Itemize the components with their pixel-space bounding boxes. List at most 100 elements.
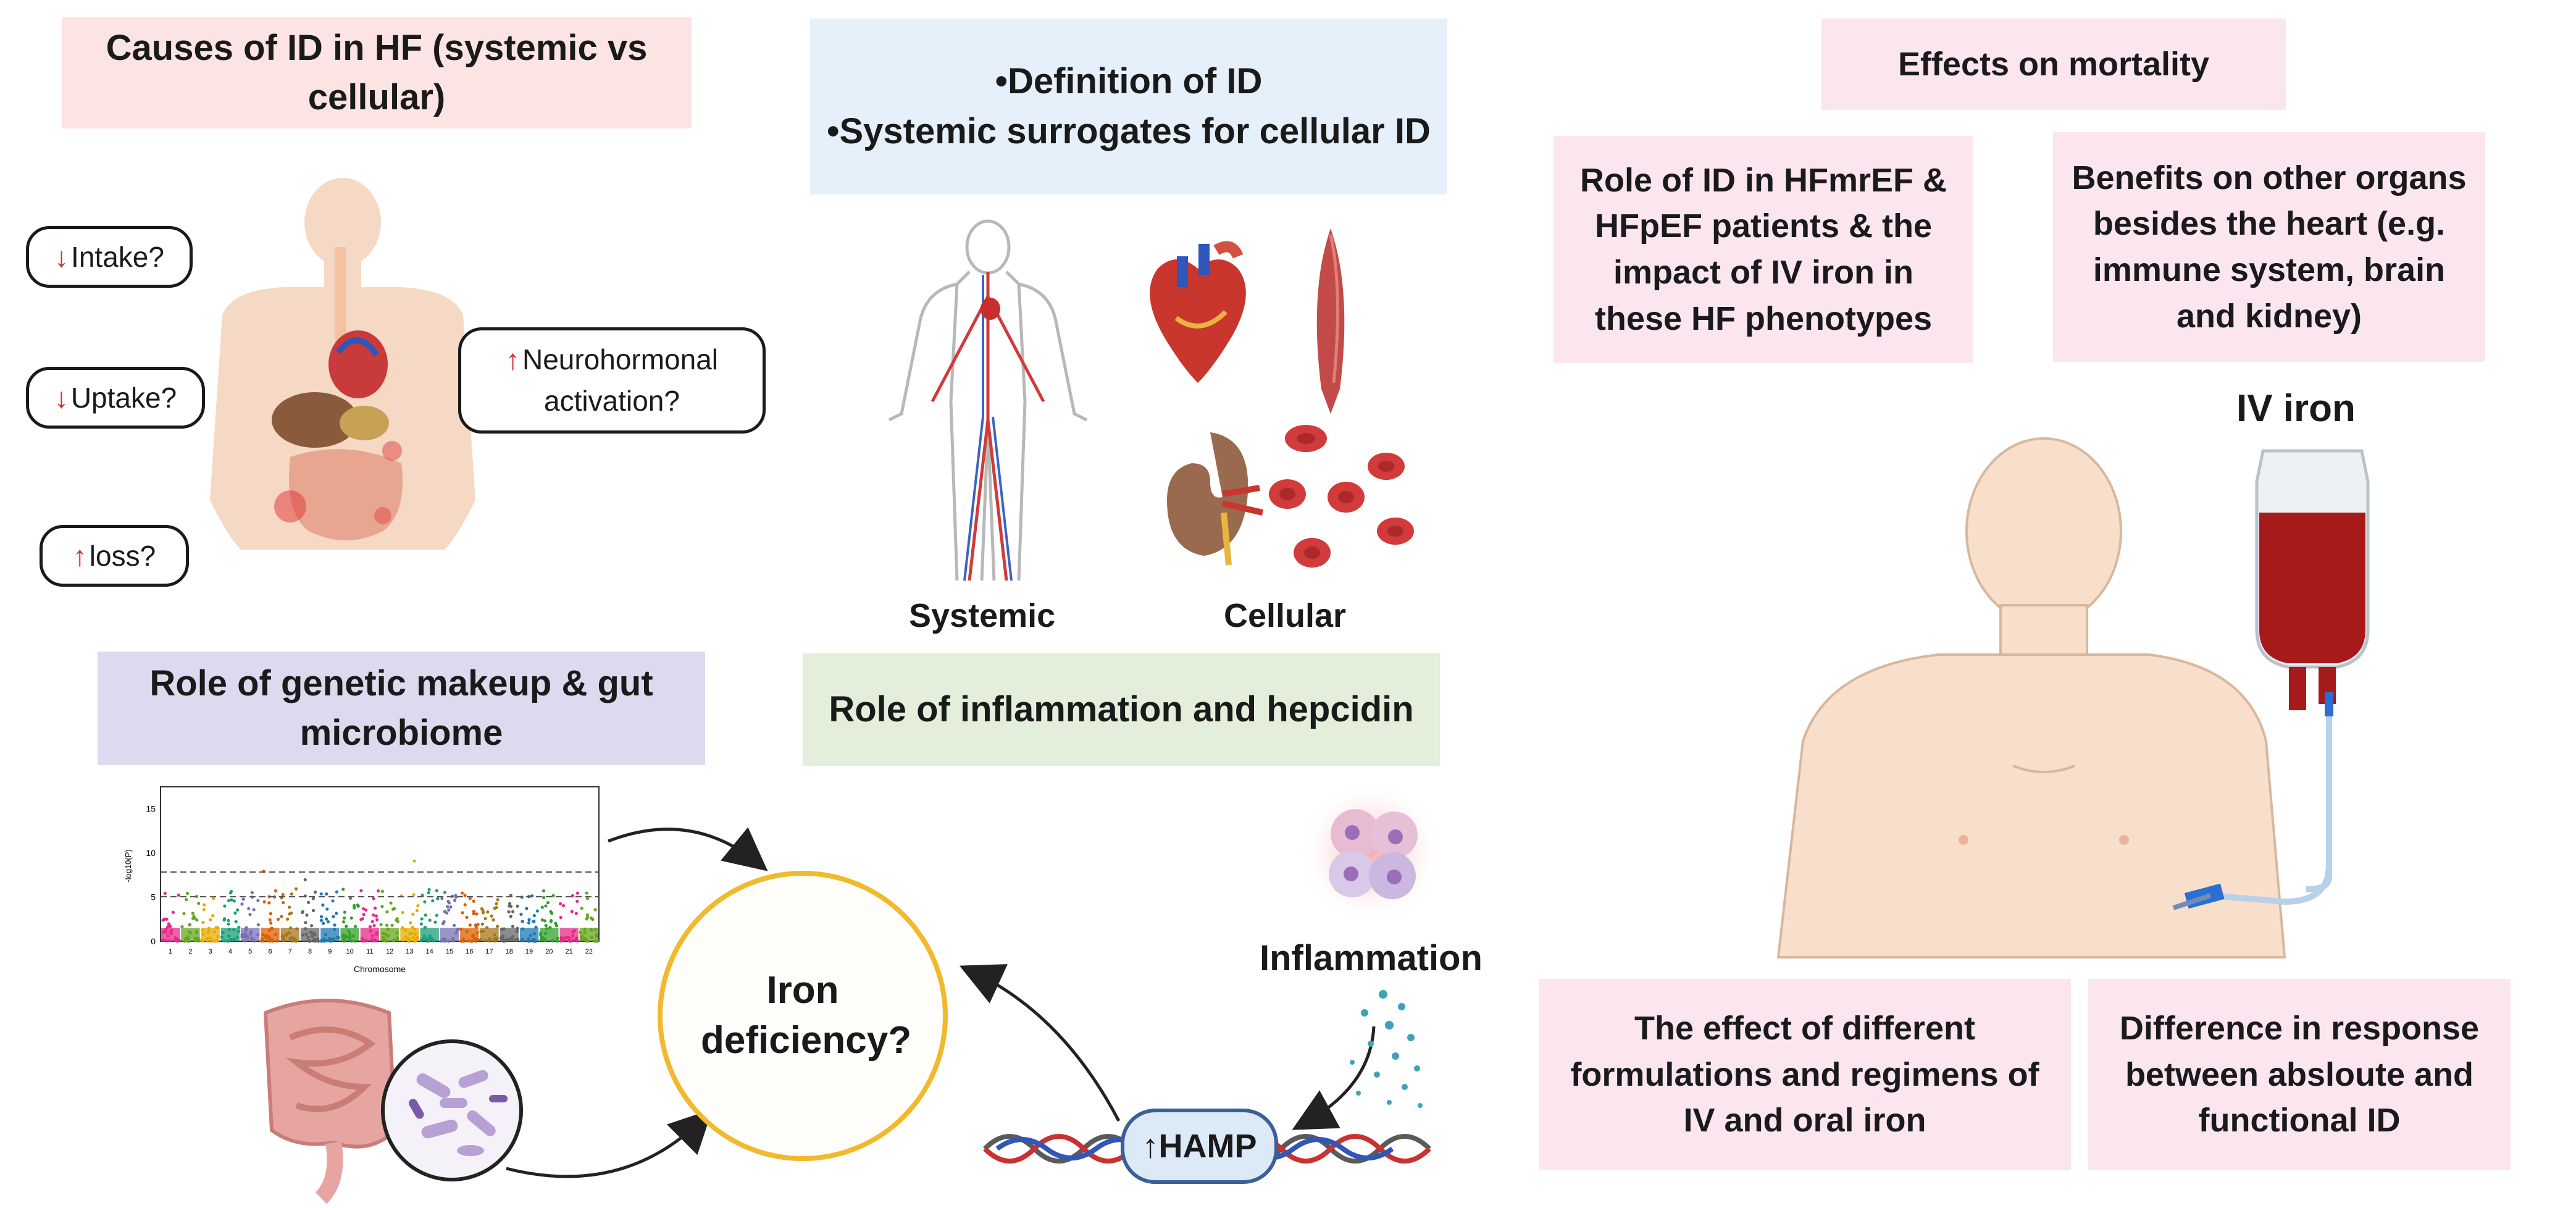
iv-line-illustration xyxy=(2172,803,2332,910)
manhattan-point xyxy=(307,900,311,904)
manhattan-baseline-band xyxy=(540,928,559,941)
hamp-text: ↑HAMP xyxy=(1142,1128,1257,1165)
manhattan-baseline-band xyxy=(201,928,220,941)
manhattan-xtick-label: 2 xyxy=(188,948,192,955)
manhattan-point xyxy=(551,894,555,897)
manhattan-point xyxy=(325,907,329,911)
manhattan-point xyxy=(311,897,316,900)
manhattan-point xyxy=(234,920,238,924)
causes-box: Causes of ID in HF (systemic vs cellular… xyxy=(62,17,692,128)
definition-line1: •Definition of ID xyxy=(995,61,1263,102)
manhattan-point xyxy=(268,918,272,922)
manhattan-xtick-label: 16 xyxy=(466,948,473,955)
manhattan-point xyxy=(412,893,416,897)
manhattan-baseline-band xyxy=(300,928,320,941)
bacteria-icon xyxy=(381,1039,523,1181)
manhattan-point xyxy=(516,904,519,908)
manhattan-point xyxy=(423,900,427,904)
manhattan-point xyxy=(542,896,546,899)
muscle-illustration xyxy=(1316,229,1345,414)
manhattan-point xyxy=(511,910,515,913)
manhattan-point xyxy=(461,911,464,915)
uptake-label: Uptake? xyxy=(70,381,177,414)
manhattan-point xyxy=(415,908,419,913)
difference-box: Difference in response between absloute … xyxy=(2088,979,2511,1170)
manhattan-point xyxy=(411,912,415,916)
immune-cells-illustration xyxy=(1298,779,1444,925)
mortality-text: Effects on mortality xyxy=(1897,45,2210,83)
manhattan-xtick-label: 10 xyxy=(346,948,353,955)
torso-illustration xyxy=(210,178,475,550)
manhattan-point xyxy=(449,905,453,909)
manhattan-point xyxy=(543,919,547,923)
manhattan-point xyxy=(324,917,328,921)
mortality-box: Effects on mortality xyxy=(1821,19,2286,110)
manhattan-baseline-band xyxy=(559,928,579,941)
manhattan-point xyxy=(212,897,215,900)
manhattan-point xyxy=(301,910,304,913)
manhattan-point xyxy=(321,921,325,925)
vascular-body-illustration xyxy=(888,219,1088,581)
manhattan-point xyxy=(321,903,325,907)
manhattan-point xyxy=(435,889,439,892)
manhattan-point xyxy=(389,901,393,905)
manhattan-point xyxy=(474,925,478,929)
manhattan-point xyxy=(519,912,523,916)
manhattan-point xyxy=(248,913,252,916)
uptake-pill: ↓ Uptake? xyxy=(26,367,205,429)
manhattan-baseline-band xyxy=(161,928,180,941)
manhattan-point xyxy=(554,921,558,925)
manhattan-point xyxy=(509,894,512,897)
manhattan-baseline-band xyxy=(340,928,359,941)
cytokine-dots xyxy=(1350,990,1423,1108)
manhattan-point xyxy=(269,912,272,915)
manhattan-xtick-label: 18 xyxy=(506,948,513,955)
manhattan-baseline-band xyxy=(440,928,459,941)
manhattan-point xyxy=(385,910,389,914)
manhattan-point xyxy=(191,912,194,915)
manhattan-point xyxy=(267,901,271,905)
manhattan-point xyxy=(288,905,291,909)
manhattan-point xyxy=(281,893,285,897)
manhattan-point xyxy=(496,898,500,902)
manhattan-point xyxy=(540,918,544,922)
manhattan-baseline-band xyxy=(420,928,439,941)
arrow-hamp-to-iron xyxy=(959,964,1121,1122)
systemic-label: Systemic xyxy=(909,597,1056,634)
inflammation-label: Inflammation xyxy=(1260,938,1482,978)
organs-text: Benefits on other organs besides the hea… xyxy=(2072,159,2467,335)
manhattan-ytick-label: 15 xyxy=(146,804,156,814)
manhattan-point xyxy=(167,922,170,926)
manhattan-point xyxy=(580,906,583,910)
manhattan-point xyxy=(468,897,472,900)
definition-line2: •Systemic surrogates for cellular ID xyxy=(827,111,1431,151)
manhattan-baseline-band xyxy=(400,928,419,941)
manhattan-point xyxy=(549,910,553,913)
manhattan-point xyxy=(475,912,479,916)
manhattan-point xyxy=(185,891,190,896)
manhattan-point xyxy=(486,910,490,914)
manhattan-point xyxy=(227,899,231,902)
manhattan-point xyxy=(440,897,444,900)
manhattan-point xyxy=(286,917,290,921)
manhattan-baseline-band xyxy=(579,928,598,941)
causes-text: Causes of ID in HF (systemic vs cellular… xyxy=(106,27,648,117)
manhattan-point xyxy=(372,923,376,928)
loss-label: loss? xyxy=(89,539,156,572)
manhattan-point xyxy=(419,922,423,926)
manhattan-point xyxy=(349,916,353,920)
manhattan-xtick-label: 11 xyxy=(366,948,373,955)
manhattan-point xyxy=(493,907,496,910)
manhattan-point xyxy=(491,918,495,922)
manhattan-point xyxy=(343,910,346,914)
manhattan-point xyxy=(325,892,328,896)
manhattan-point xyxy=(468,923,472,927)
manhattan-point xyxy=(593,908,597,912)
manhattan-xtick-label: 14 xyxy=(426,948,433,955)
manhattan-point xyxy=(447,908,451,912)
manhattan-point xyxy=(373,906,377,910)
down-arrow-icon: ↓ xyxy=(54,381,69,414)
manhattan-point xyxy=(304,921,307,925)
genetic-text: Role of genetic makeup & gut microbiome xyxy=(149,663,653,753)
